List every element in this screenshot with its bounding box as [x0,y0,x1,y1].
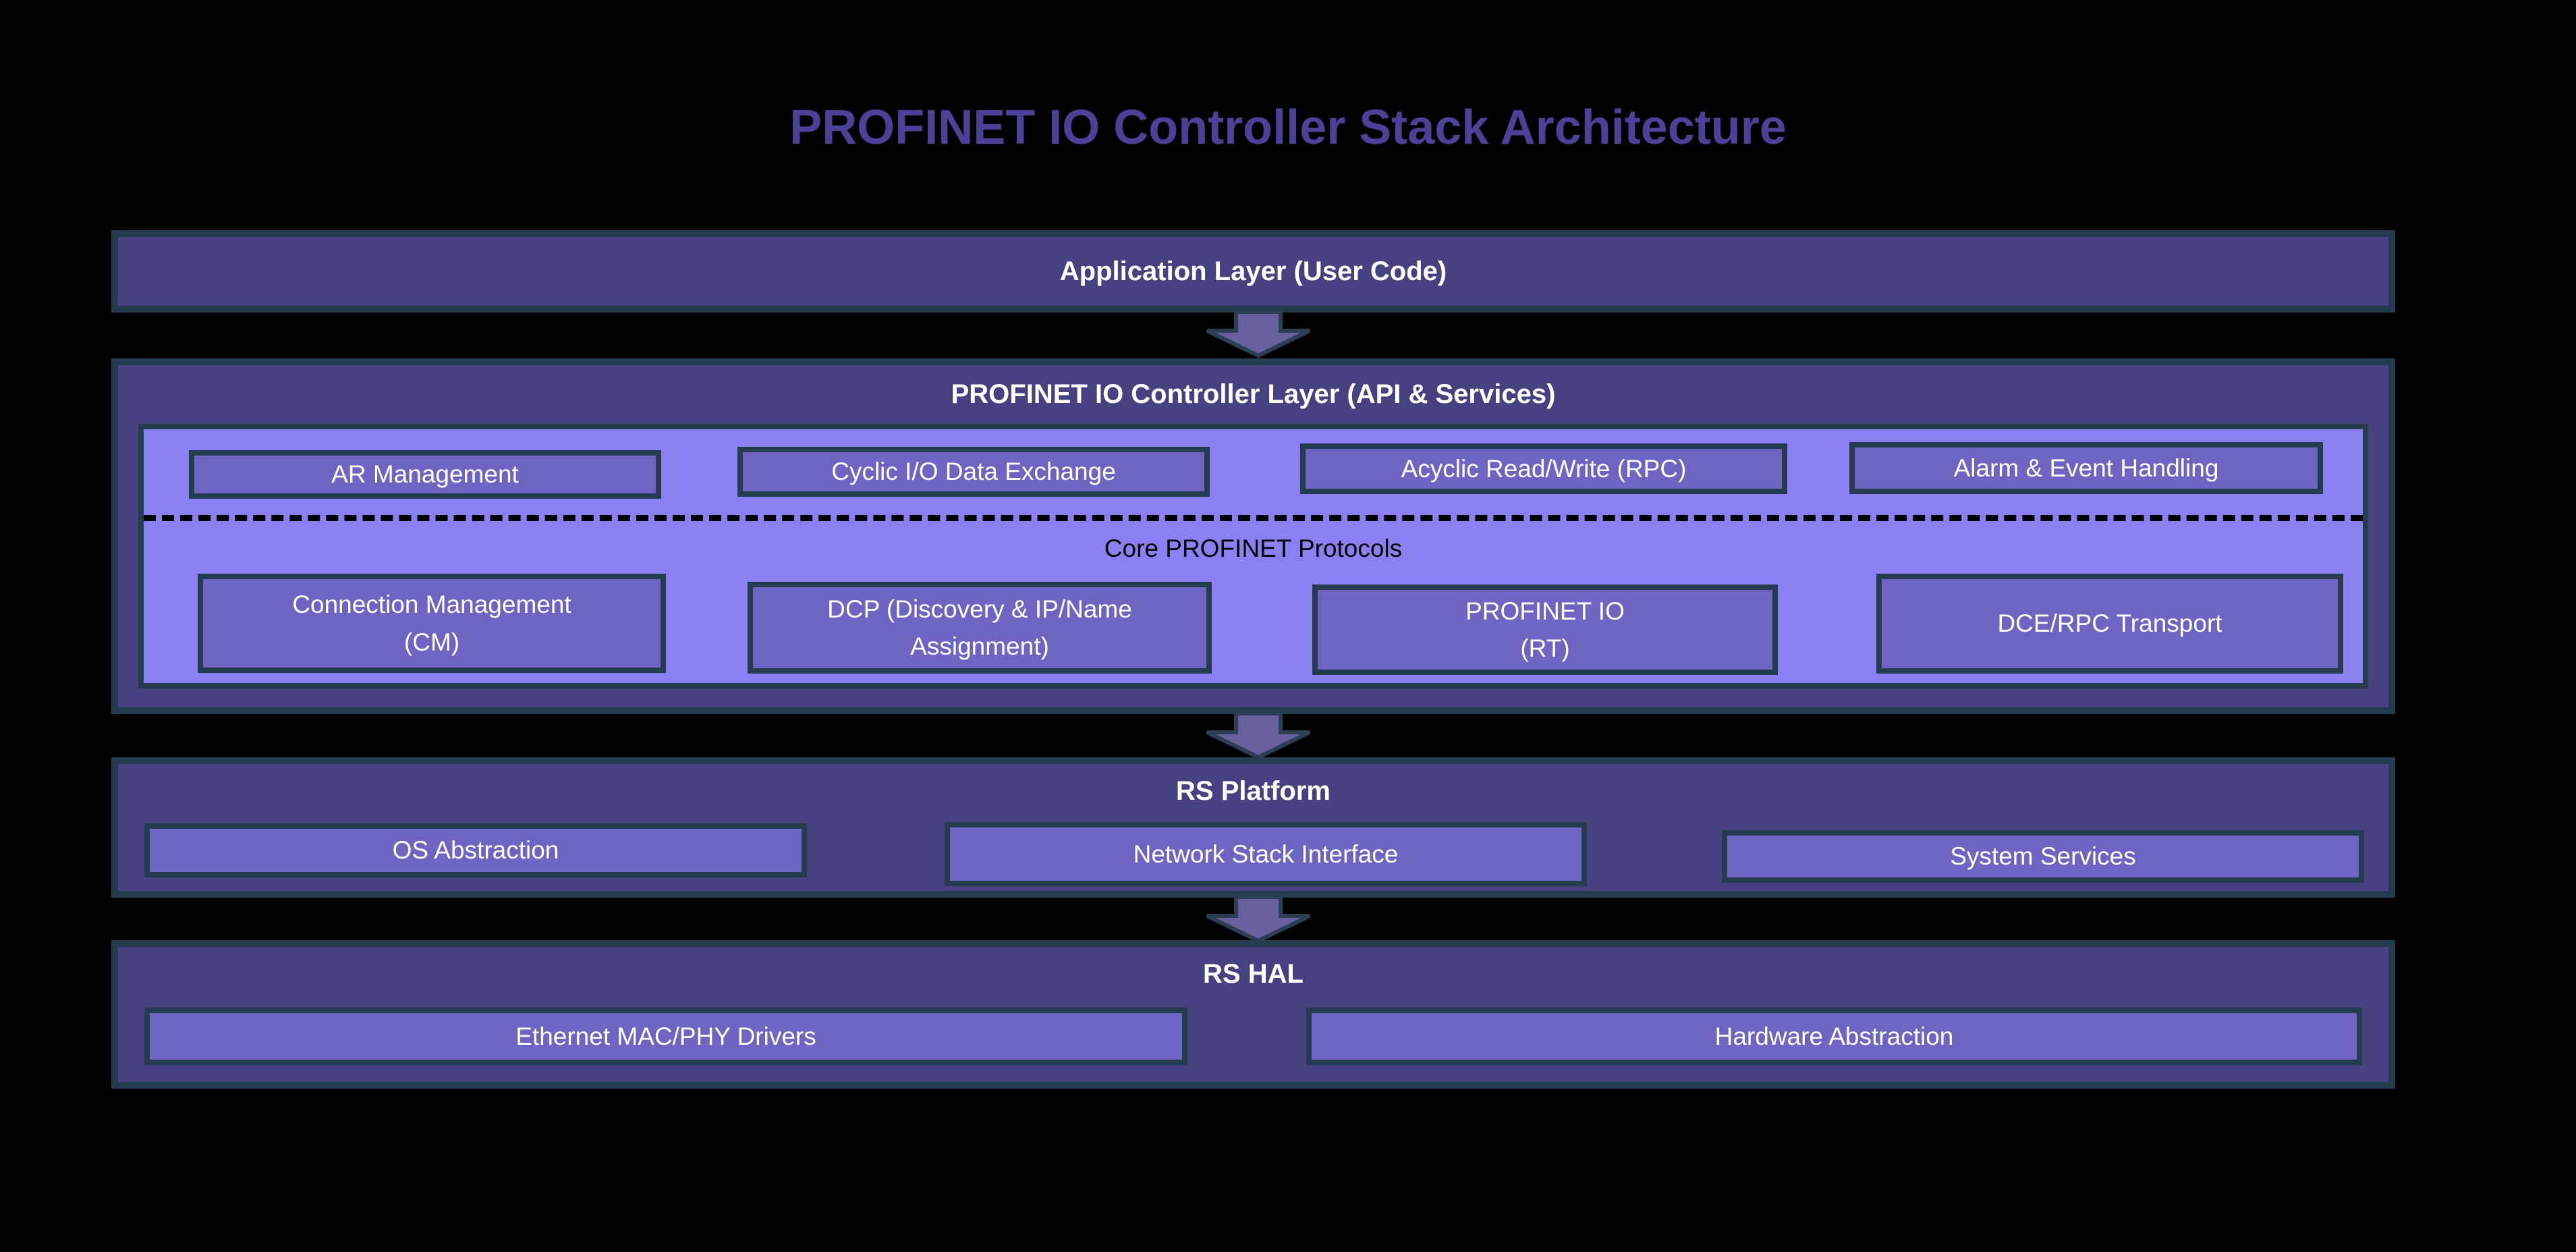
controller-panel-content: AR Management Cyclic I/O Data Exchange A… [144,429,2363,683]
service-box-cyclic-io-data-exchange: Cyclic I/O Data Exchange [737,447,1210,497]
hal-layer-box: RS HAL Ethernet MAC/PHY Drivers Hardware… [111,940,2395,1089]
down-arrow-icon [1206,310,1311,358]
application-layer-label: Application Layer (User Code) [1059,256,1447,286]
application-layer-box: Application Layer (User Code) [111,230,2395,312]
protocol-box-label: PROFINET IO (RT) [1465,597,1625,663]
controller-layer-box: PROFINET IO Controller Layer (API & Serv… [111,358,2395,714]
protocol-box-dce-rpc-transport: DCE/RPC Transport [1876,574,2343,674]
protocol-box-profinet-io-rt: PROFINET IO (RT) [1312,584,1778,675]
hal-box-hardware-abstraction: Hardware Abstraction [1306,1008,2362,1065]
platform-box-os-abstraction: OS Abstraction [144,823,807,877]
platform-box-network-stack-interface: Network Stack Interface [945,822,1587,886]
platform-layer-label: RS Platform [1176,775,1331,806]
platform-box-label: OS Abstraction [392,836,559,865]
controller-layer-label: PROFINET IO Controller Layer (API & Serv… [951,379,1556,409]
platform-box-system-services: System Services [1722,830,2364,883]
service-box-label: Acyclic Read/Write (RPC) [1401,454,1687,483]
service-box-label: Cyclic I/O Data Exchange [831,458,1116,486]
service-box-label: AR Management [331,460,519,489]
service-box-label: Alarm & Event Handling [1953,454,2219,482]
protocols-divider-line [144,515,2363,521]
protocol-box-label: Connection Management (CM) [292,591,571,656]
service-box-ar-management: AR Management [189,450,661,499]
platform-box-label: System Services [1950,842,2136,871]
protocol-box-connection-management: Connection Management (CM) [198,574,666,673]
hal-layer-label: RS HAL [1203,958,1304,989]
down-arrow-icon [1206,712,1311,759]
hal-box-ethernet-mac-phy-drivers: Ethernet MAC/PHY Drivers [144,1008,1187,1065]
controller-inner-panel: AR Management Cyclic I/O Data Exchange A… [138,424,2368,688]
protocol-box-label: DCP (Discovery & IP/Name Assignment) [827,595,1132,661]
hal-box-label: Hardware Abstraction [1714,1022,1954,1050]
diagram-title: PROFINET IO Controller Stack Architectur… [789,101,1787,155]
down-arrow-icon [1206,896,1311,943]
service-box-acyclic-read-write-rpc: Acyclic Read/Write (RPC) [1300,443,1787,494]
service-box-alarm-event-handling: Alarm & Event Handling [1849,442,2323,494]
protocol-box-dcp: DCP (Discovery & IP/Name Assignment) [748,582,1212,674]
protocol-box-label: DCE/RPC Transport [1997,609,2222,638]
hal-box-label: Ethernet MAC/PHY Drivers [515,1022,816,1050]
platform-box-label: Network Stack Interface [1133,840,1399,868]
core-protocols-heading: Core PROFINET Protocols [1104,535,1403,562]
platform-layer-box: RS Platform OS Abstraction Network Stack… [111,757,2395,898]
